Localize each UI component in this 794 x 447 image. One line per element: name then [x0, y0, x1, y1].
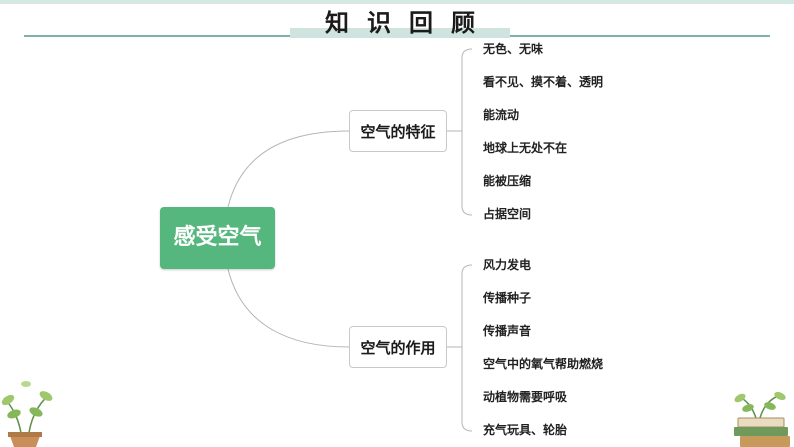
feature-leaf: 地球上无处不在	[483, 141, 568, 155]
top-accent-strip	[0, 0, 794, 4]
branch-node-features: 空气的特征	[349, 110, 447, 152]
feature-leaf: 无色、无味	[483, 42, 544, 56]
branch-2-bracket	[447, 264, 473, 432]
use-leaf: 传播声音	[483, 324, 532, 338]
title-highlight	[290, 28, 510, 38]
plant-pot-icon	[1, 381, 53, 447]
use-leaf: 动植物需要呼吸	[483, 390, 568, 404]
page-title: 知识回顾	[325, 9, 493, 37]
root-node: 感受空气	[160, 207, 275, 269]
feature-leaf: 能流动	[483, 108, 520, 122]
use-leaf: 风力发电	[483, 258, 532, 272]
root-to-branch-1	[227, 130, 350, 208]
branch-1-bracket	[447, 48, 473, 216]
use-leaf: 充气玩具、轮胎	[483, 423, 568, 437]
use-leaf: 空气中的氧气帮助燃烧	[483, 357, 604, 371]
root-to-branch-2	[227, 268, 350, 348]
use-leaf: 传播种子	[483, 291, 532, 305]
book-stack-icon	[734, 391, 790, 447]
title-block: 知识回顾	[290, 8, 510, 38]
feature-leaf: 占据空间	[483, 207, 532, 221]
feature-leaf: 能被压缩	[483, 174, 532, 188]
branch-node-uses: 空气的作用	[349, 326, 447, 368]
feature-leaf: 看不见、摸不着、透明	[483, 75, 604, 89]
